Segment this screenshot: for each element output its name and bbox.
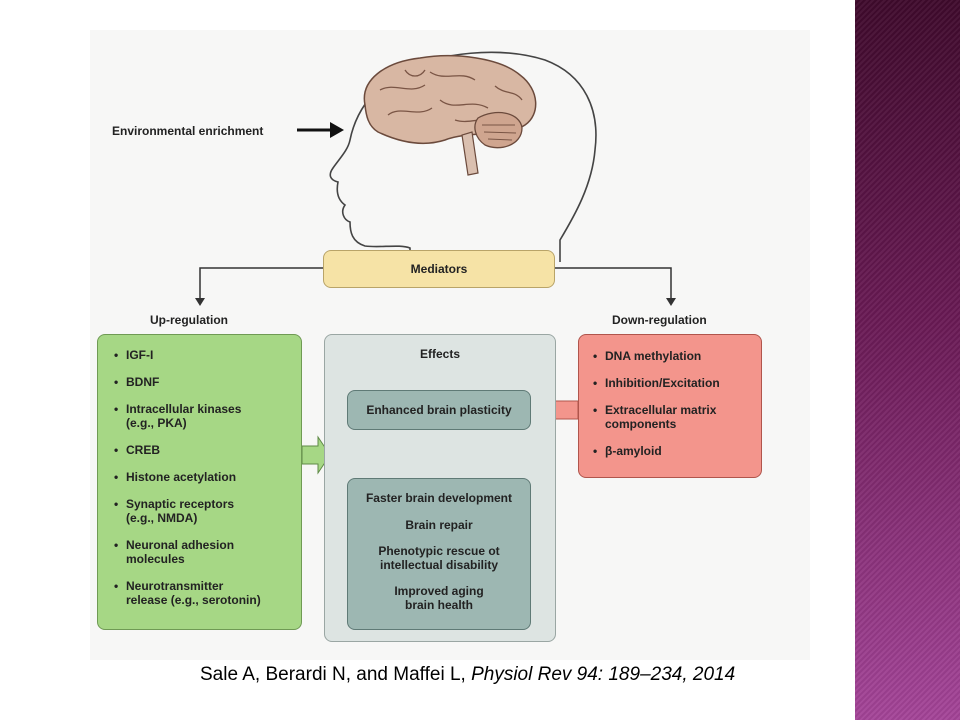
citation-authors: Sale A, Berardi N, and Maffei L, <box>200 664 466 685</box>
citation: Sale A, Berardi N, and Maffei L, Physiol… <box>200 662 820 688</box>
head-silhouette <box>329 51 597 262</box>
plasticity-box: Enhanced brain plasticity <box>347 390 531 430</box>
brain-icon <box>363 54 537 176</box>
decorative-side-stripe <box>855 0 960 720</box>
list-item: Histone acetylation <box>114 470 291 484</box>
list-item: BDNF <box>114 375 291 389</box>
down-regulation-box: DNA methylation Inhibition/Excitation Ex… <box>578 334 762 478</box>
mediators-label: Mediators <box>410 262 468 276</box>
down-regulation-title: Down-regulation <box>612 313 707 327</box>
list-item: Synaptic receptors (e.g., NMDA) <box>114 497 291 525</box>
list-item: CREB <box>114 443 291 457</box>
outcome-item: Phenotypic rescue ot intellectual disabi… <box>378 544 500 572</box>
citation-journal: Physiol Rev 94: 189–234, 2014 <box>465 664 736 685</box>
list-item: Intracellular kinases (e.g., PKA) <box>114 402 291 430</box>
outcome-item: Brain repair <box>405 518 473 532</box>
list-item: β-amyloid <box>593 444 753 458</box>
list-item: Extracellular matrix components <box>593 403 753 431</box>
outcome-item: Faster brain development <box>365 491 513 505</box>
up-regulation-list: IGF-I BDNF Intracellular kinases (e.g., … <box>114 348 291 607</box>
enrichment-arrow <box>330 122 344 138</box>
down-regulation-list: DNA methylation Inhibition/Excitation Ex… <box>593 349 753 458</box>
list-item: Inhibition/Excitation <box>593 376 753 390</box>
list-item: DNA methylation <box>593 349 753 363</box>
mediators-box: Mediators <box>323 250 555 288</box>
list-item: Neuronal adhesion molecules <box>114 538 291 566</box>
effects-title: Effects <box>419 347 460 361</box>
up-regulation-box: IGF-I BDNF Intracellular kinases (e.g., … <box>97 334 302 630</box>
list-item: Neurotransmitter release (e.g., serotoni… <box>114 579 291 607</box>
environmental-enrichment-label: Environmental enrichment <box>112 124 264 138</box>
outcomes-box: Faster brain development Brain repair Ph… <box>347 478 531 630</box>
list-item: IGF-I <box>114 348 291 362</box>
plasticity-label: Enhanced brain plasticity <box>366 403 512 417</box>
outcome-item: Improved aging brain health <box>394 584 484 612</box>
up-regulation-title: Up-regulation <box>150 313 228 327</box>
